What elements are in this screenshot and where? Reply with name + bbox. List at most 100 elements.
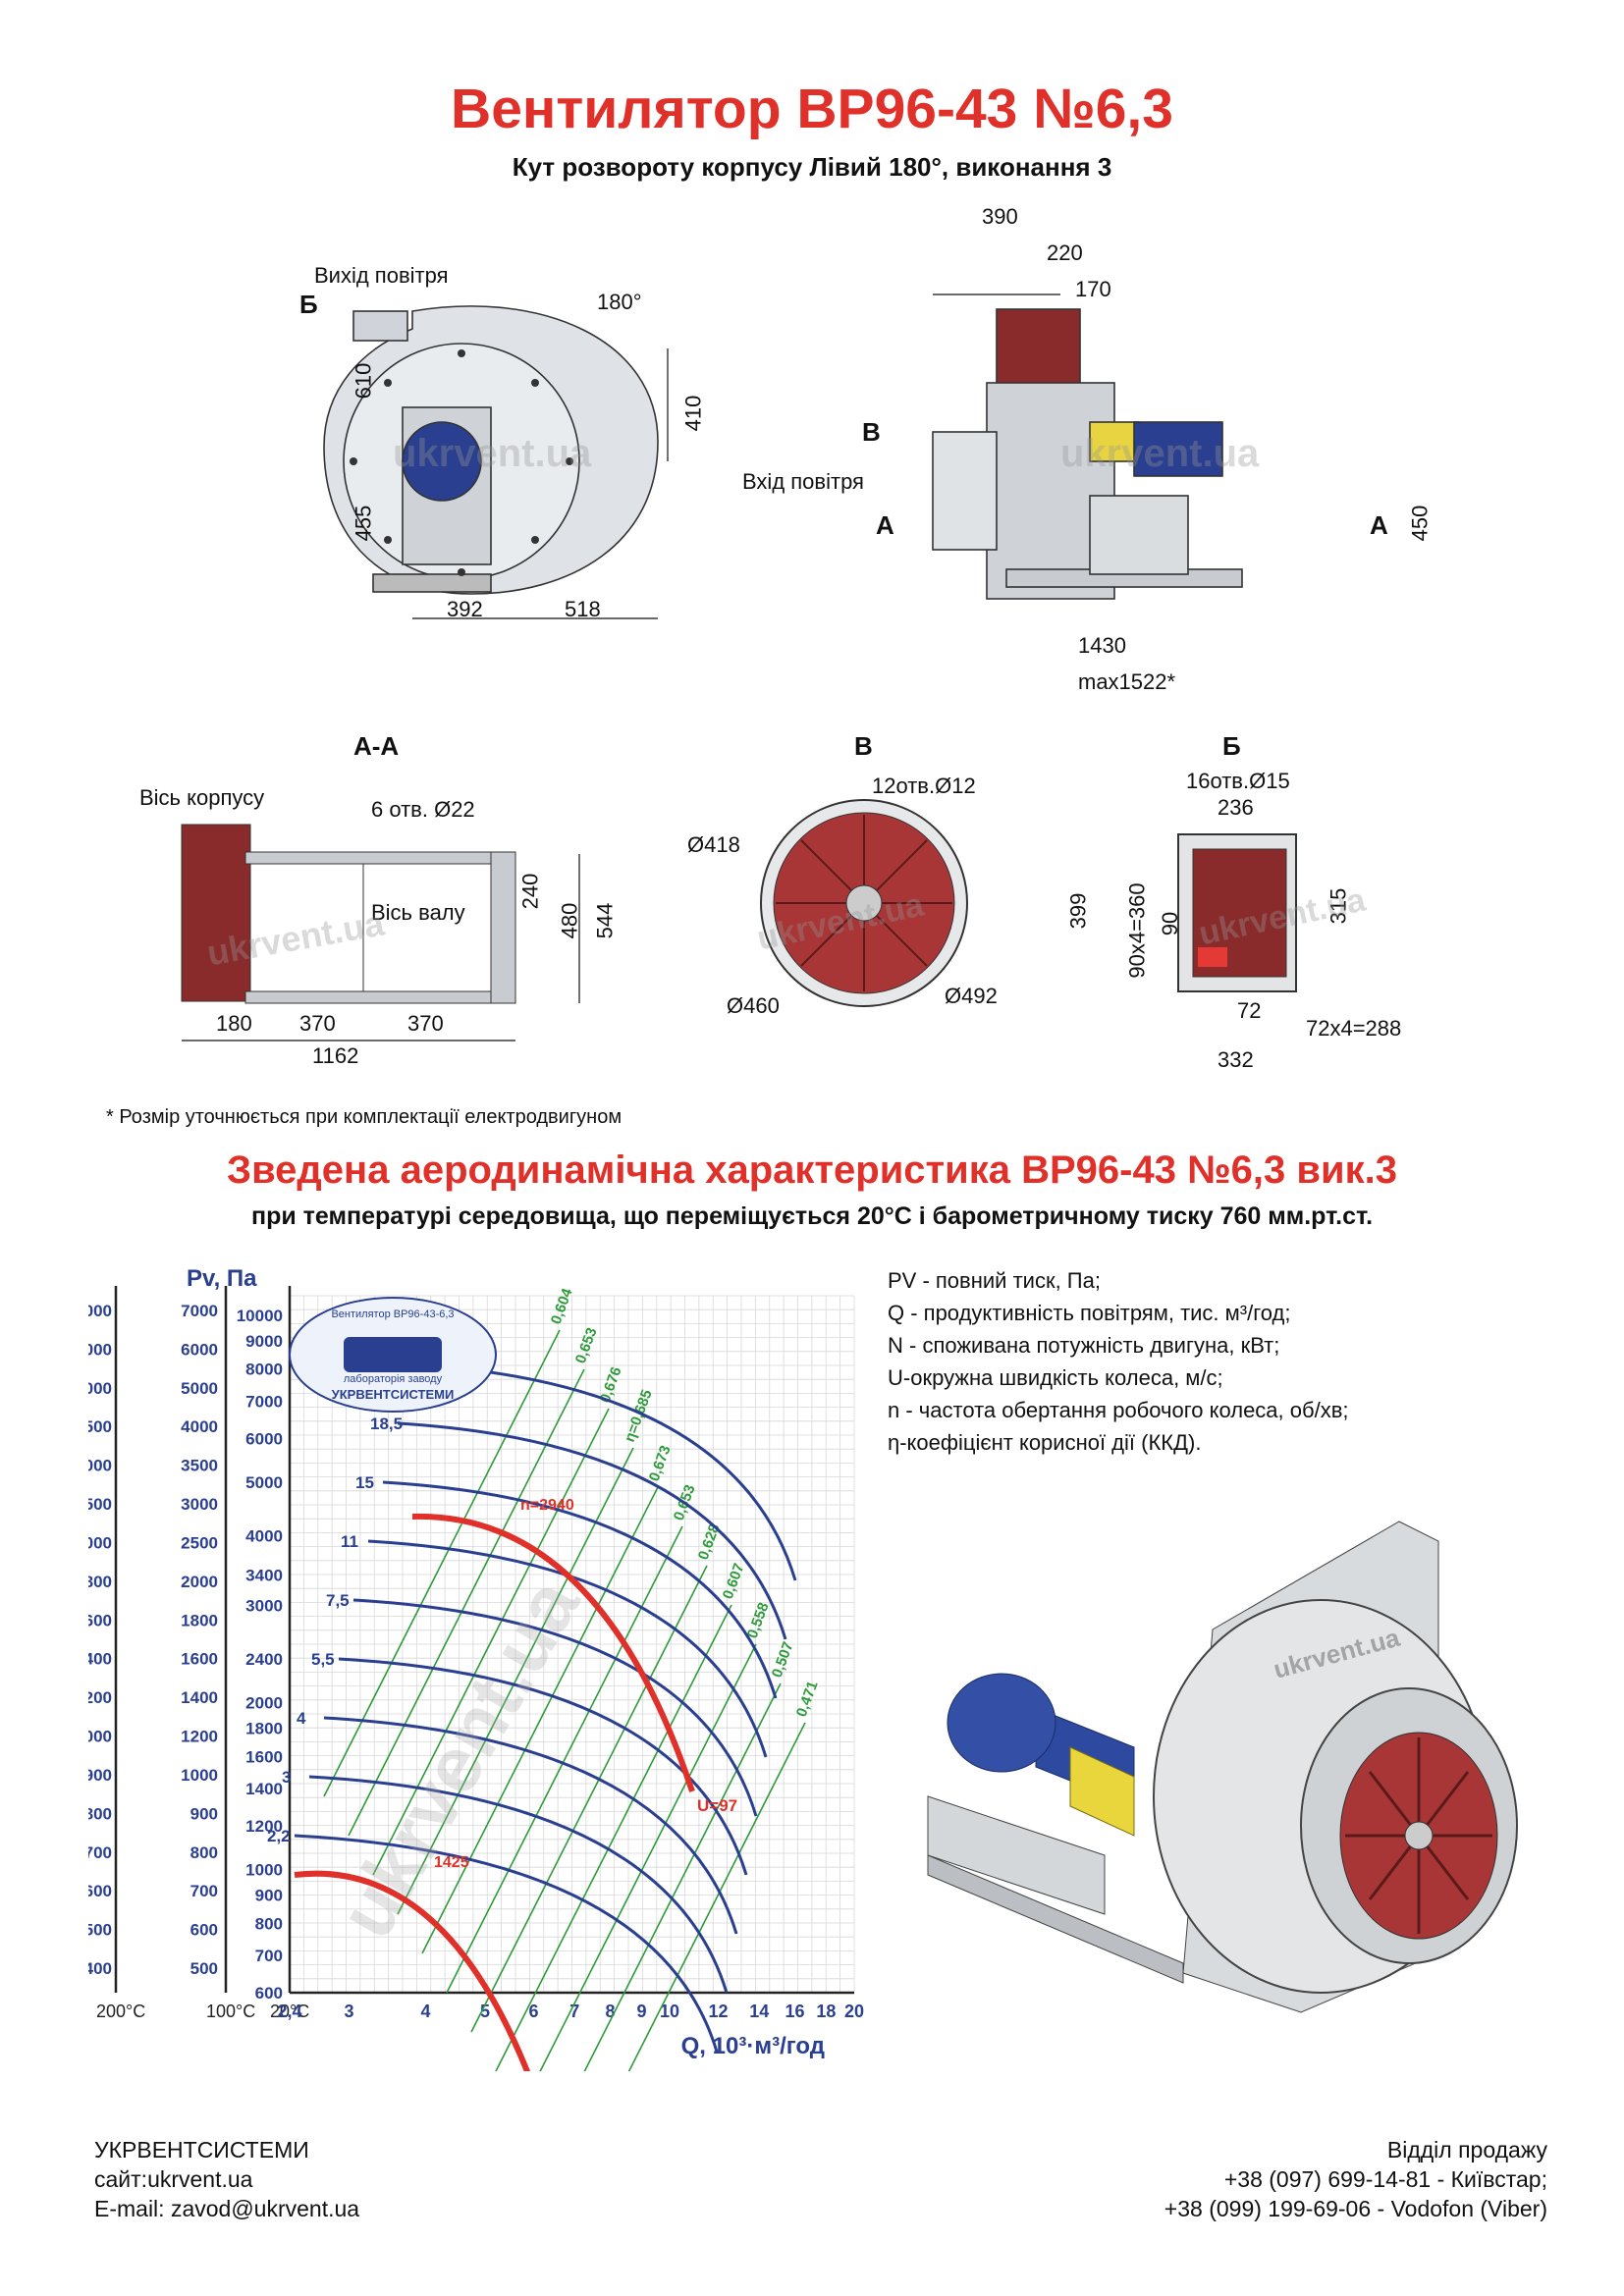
y-tick-20c: 1800 [245, 1720, 283, 1738]
dim-544: 544 [592, 902, 618, 939]
power-label: 4 [297, 1709, 306, 1728]
efficiency-line [539, 1643, 757, 2071]
y-tick-200c: 1400 [88, 1650, 112, 1669]
operating-label-u: U=97 [697, 1796, 737, 1815]
y-tick-100c: 900 [190, 1804, 218, 1823]
y-tick-100c: 1400 [181, 1688, 218, 1707]
aero-title: Зведена аеродинамічна характеристика ВР9… [227, 1148, 1397, 1192]
dim-370a: 370 [299, 1011, 336, 1036]
efficiency-label: 0,558 [744, 1600, 773, 1640]
section-aa-drawing [181, 824, 580, 1041]
x-tick: 9 [636, 2002, 646, 2021]
section-aa-title: А-А [353, 731, 400, 761]
x-tick: 14 [749, 2002, 769, 2021]
x-tick: 7 [569, 2002, 579, 2021]
y-tick-100c: 1200 [181, 1728, 218, 1746]
x-tick: 10 [660, 2002, 679, 2021]
inlet-label: Вхід повітря [742, 469, 864, 494]
dim-518: 518 [565, 597, 601, 621]
footnote: * Розмір уточнюється при комплектації ел… [106, 1106, 623, 1128]
x-tick: 5 [480, 2002, 490, 2021]
dim-180: 180 [216, 1011, 252, 1036]
y-tick-100c: 3500 [181, 1457, 218, 1475]
y-tick-20c: 2400 [245, 1650, 283, 1669]
x-tick: 3 [345, 2002, 354, 2021]
dim-220: 220 [1047, 240, 1083, 265]
page-title: Вентилятор ВР96-43 №6,3 [451, 78, 1173, 140]
dim-1430: 1430 [1078, 633, 1126, 658]
phone-kyivstar[interactable]: +38 (097) 699-14-81 - Київстар; [1223, 2166, 1547, 2192]
y-tick-20c: 3000 [245, 1596, 283, 1615]
temp-axis-label: 20°С [270, 2002, 309, 2021]
y-tick-100c: 2000 [181, 1573, 218, 1591]
efficiency-line [372, 1408, 610, 1876]
diam-418: Ø418 [687, 832, 740, 857]
dim-390: 390 [982, 204, 1018, 229]
y-tick-20c: 3400 [245, 1567, 283, 1585]
front-view-drawing [323, 305, 669, 619]
operating-label-n2: 1425 [434, 1854, 469, 1871]
y-tick-100c: 1800 [181, 1611, 218, 1629]
dim-450: 450 [1407, 505, 1433, 542]
diam-460: Ø460 [727, 993, 780, 1018]
housing-axis-label: Вісь корпусу [139, 785, 265, 810]
power-label: 3 [282, 1768, 291, 1787]
y-tick-200c: 900 [88, 1766, 112, 1785]
angle-label: 180° [597, 290, 642, 314]
section-mark-a-left: А [876, 510, 894, 540]
x-tick: 6 [528, 2002, 538, 2021]
dim-480: 480 [557, 902, 582, 939]
y-axis-title: Pv, Па [187, 1265, 257, 1292]
phone-vodafone[interactable]: +38 (099) 199-69-06 - Vodofon (Viber) [1164, 2196, 1547, 2221]
y-tick-100c: 800 [190, 1843, 218, 1862]
efficiency-line [583, 1682, 782, 2071]
dim-90: 90 [1158, 911, 1183, 936]
efficiency-line [397, 1447, 634, 1915]
x-axis-title: Q, 10³·м³/год [681, 2033, 825, 2059]
y-tick-20c: 1600 [245, 1747, 283, 1766]
efficiency-label: 0,607 [720, 1561, 748, 1601]
footer-contacts: УКРВЕНТСИСТЕМИ сайт:ukrvent.ua E-mail: z… [94, 2135, 359, 2223]
x-tick: 4 [421, 2002, 431, 2021]
y-tick-20c: 1400 [245, 1780, 283, 1798]
y-tick-20c: 4000 [245, 1527, 283, 1546]
shaft-axis-label: Вісь валу [371, 900, 465, 925]
power-label: 15 [355, 1473, 374, 1492]
dim-1162: 1162 [312, 1043, 359, 1068]
legend-item: U-окружна швидкість колеса, м/с; [888, 1365, 1223, 1390]
y-tick-20c: 2000 [245, 1694, 283, 1713]
efficiency-line [470, 1565, 708, 2033]
power-curve [323, 1716, 738, 1935]
y-tick-200c: 600 [88, 1882, 112, 1900]
email-link[interactable]: E-mail: zavod@ukrvent.ua [94, 2196, 360, 2221]
y-tick-200c: 500 [88, 1921, 112, 1940]
y-tick-200c: 1800 [88, 1573, 112, 1591]
company-name: УКРВЕНТСИСТЕМИ [94, 2137, 309, 2163]
dim-max1522: max1522* [1078, 669, 1176, 694]
y-tick-20c: 9000 [245, 1332, 283, 1351]
site-link[interactable]: сайт:ukrvent.ua [94, 2166, 253, 2192]
dim-399: 399 [1065, 892, 1091, 930]
y-tick-20c: 700 [255, 1947, 283, 1965]
efficiency-line [446, 1525, 683, 1994]
y-tick-100c: 6000 [181, 1340, 218, 1359]
x-tick: 2,4 [277, 2002, 301, 2021]
temp-axis-label: 200°С [96, 2002, 145, 2021]
y-tick-200c: 3500 [88, 1417, 112, 1436]
power-label: 2,2 [267, 1827, 291, 1845]
power-curve [308, 1775, 729, 1994]
y-tick-100c: 1600 [181, 1650, 218, 1669]
y-tick-200c: 4000 [88, 1379, 112, 1398]
y-tick-20c: 8000 [245, 1361, 283, 1379]
efficiency-label: 0,507 [769, 1639, 797, 1680]
y-tick-200c: 400 [88, 1959, 112, 1978]
power-curve [367, 1539, 768, 1758]
operating-label-n: n=2940 [520, 1497, 574, 1514]
y-tick-20c: 1200 [245, 1817, 283, 1836]
footer-sales: Відділ продажу +38 (097) 699-14-81 - Киї… [1164, 2135, 1547, 2223]
efficiency-line [323, 1329, 561, 1797]
efficiency-line [348, 1368, 585, 1837]
y-tick-100c: 3000 [181, 1495, 218, 1514]
dim-410: 410 [680, 395, 706, 432]
side-view-drawing [932, 294, 1243, 600]
